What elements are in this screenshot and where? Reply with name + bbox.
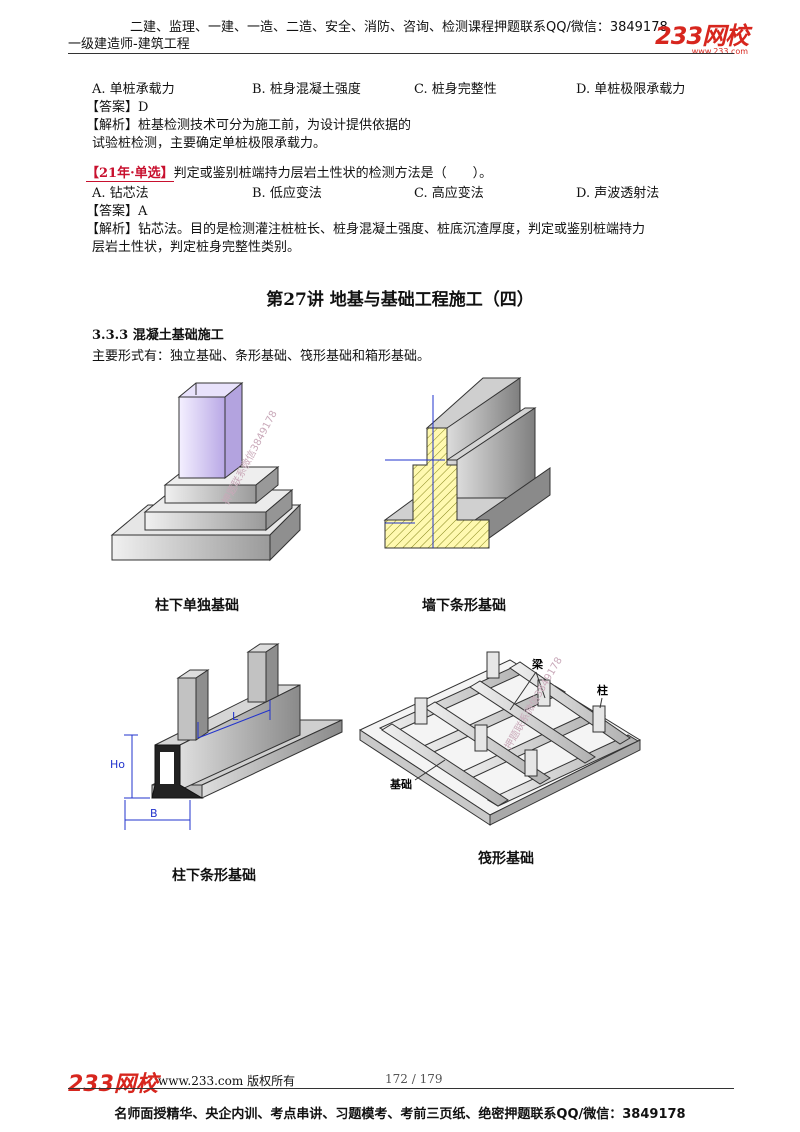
q2-option-b: B. 低应变法 [252, 186, 322, 201]
q2-option-a: A. 钻芯法 [92, 186, 149, 201]
fig4-caption: 筏形基础 [478, 851, 534, 867]
fig3-label-h: Ho [110, 758, 125, 771]
footer-site: www.233.com 版权所有 [158, 1074, 296, 1088]
q1-option-d: D. 单桩极限承载力 [576, 82, 686, 97]
header-logo-url: www.233.com [691, 47, 749, 56]
fig1-caption: 柱下单独基础 [155, 598, 239, 614]
section-heading: 3.3.3 混凝土基础施工 [92, 328, 224, 343]
footer-bottom-line: 名师面授精华、央企内训、考点串讲、习题模考、考前三页纸、绝密押题联系QQ/微信：… [114, 1107, 686, 1122]
header-divider [68, 53, 734, 54]
q2-stem: 判定或鉴别桩端持力层岩土性状的检测方法是（ ）。 [173, 166, 493, 181]
fig2-caption: 墙下条形基础 [422, 598, 506, 614]
raft-foundation-figure: 梁 柱 基础 押题联系微信3849178 [358, 651, 642, 826]
q1-answer: 【答案】D [86, 100, 149, 115]
q1-analysis-line1: 【解析】桩基检测技术可分为施工前，为设计提供依据的 [86, 118, 412, 133]
q1-option-b: B. 桩身混凝土强度 [252, 82, 361, 97]
lecture-title: 第27讲 地基与基础工程施工（四） [266, 290, 534, 310]
page-number: 172 / 179 [385, 1072, 443, 1086]
wall-strip-footing-figure [383, 377, 551, 549]
isolated-footing-figure: 押题联系微信3849178 [110, 381, 302, 562]
fig3-label-l: L [232, 710, 239, 723]
header-logo-text: 233网校 [655, 22, 749, 50]
header-logo[interactable]: 233网校 www.233.com [655, 16, 749, 56]
section-intro: 主要形式有：独立基础、条形基础、筏形基础和箱形基础。 [92, 349, 431, 364]
q2-answer: 【答案】A [86, 204, 148, 219]
q2-tag: 【21年·单选】 [86, 166, 174, 182]
footer-logo[interactable]: 233网校 [68, 1072, 158, 1097]
q1-option-c: C. 桩身完整性 [414, 82, 497, 97]
fig3-label-b: B [150, 807, 158, 820]
footer-divider [68, 1088, 734, 1089]
fig4-label-beam: 梁 [531, 657, 544, 671]
column-strip-footing-figure: L Ho B [110, 643, 343, 830]
q1-option-a: A. 单桩承载力 [92, 82, 175, 97]
q2-analysis-line2: 层岩土性状，判定桩身完整性类别。 [92, 240, 301, 255]
header-subtitle: 一级建造师-建筑工程 [68, 37, 190, 52]
fig3-caption: 柱下条形基础 [172, 868, 256, 884]
q2-analysis-line1: 【解析】钻芯法。目的是检测灌注桩桩长、桩身混凝土强度、桩底沉渣厚度，判定或鉴别桩… [86, 222, 646, 237]
q2-option-d: D. 声波透射法 [576, 186, 660, 201]
q2-stem-line: 【21年·单选】判定或鉴别桩端持力层岩土性状的检测方法是（ ）。 [86, 162, 493, 182]
fig4-label-column: 柱 [597, 683, 608, 697]
q1-analysis-line2: 试验桩检测，主要确定单桩极限承载力。 [92, 136, 327, 151]
header-top-line: 二建、监理、一建、一造、二造、安全、消防、咨询、检测课程押题联系QQ/微信：38… [130, 20, 668, 35]
fig4-label-base: 基础 [389, 777, 412, 791]
q2-option-c: C. 高应变法 [414, 186, 484, 201]
